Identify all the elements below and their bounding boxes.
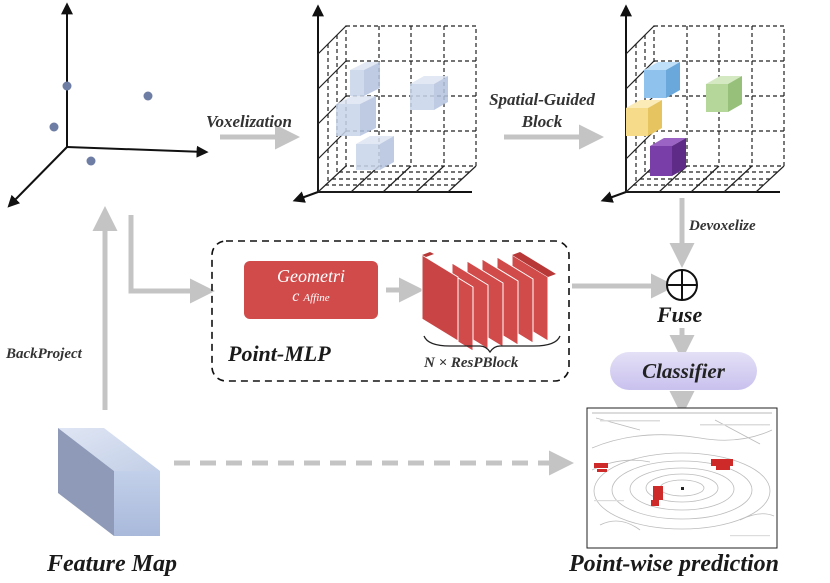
green-voxel bbox=[706, 76, 742, 112]
point-1 bbox=[62, 81, 72, 91]
fuse-symbol-icon bbox=[666, 269, 698, 301]
backproject-label: BackProject bbox=[6, 346, 82, 362]
purple-voxel bbox=[650, 138, 686, 176]
geometric-affine-line1: Geometri bbox=[277, 266, 345, 286]
flow-arrows bbox=[92, 124, 695, 476]
pale-voxel-4 bbox=[356, 136, 394, 170]
yellow-voxel bbox=[626, 100, 662, 136]
classifier-label: Classifier bbox=[642, 358, 725, 383]
point-3 bbox=[49, 122, 59, 132]
point-space-axes bbox=[7, 2, 209, 208]
geometric-affine-line2: c bbox=[292, 288, 300, 305]
pointwise-prediction-label: Point-wise prediction bbox=[569, 551, 779, 577]
point-2 bbox=[143, 91, 153, 101]
resp-block-stack bbox=[421, 252, 556, 352]
geometric-affine-block: Geometri c Affine bbox=[244, 261, 378, 319]
point-mlp-container bbox=[211, 240, 570, 382]
resp-block-label: N × ResPBlock bbox=[424, 355, 519, 371]
voxel-grid-1-cubes bbox=[336, 62, 448, 170]
fuse-label: Fuse bbox=[657, 302, 703, 327]
pale-voxel-1 bbox=[350, 62, 380, 96]
pale-voxel-2 bbox=[336, 96, 376, 136]
voxel-grid-2-axes bbox=[600, 4, 780, 203]
blue-voxel bbox=[644, 62, 680, 98]
devoxelize-label: Devoxelize bbox=[689, 218, 756, 234]
geometric-affine-line3: Affine bbox=[303, 292, 330, 304]
point-4 bbox=[86, 156, 96, 166]
feature-map-label: Feature Map bbox=[47, 551, 178, 577]
pale-voxel-3 bbox=[410, 76, 448, 110]
point-to-mlp-arrow bbox=[128, 215, 215, 304]
voxel-grid-1-axes bbox=[292, 4, 472, 203]
voxel-grid-1 bbox=[292, 4, 477, 203]
prediction-scene bbox=[586, 407, 778, 549]
spatial-guided-label-line1: Spatial-Guided bbox=[489, 90, 595, 109]
voxelization-label: Voxelization bbox=[206, 112, 292, 131]
resp-block-brace bbox=[423, 335, 561, 354]
classifier-block: Classifier bbox=[610, 352, 757, 390]
voxel-grid-2 bbox=[600, 4, 785, 203]
point-cloud-points bbox=[49, 81, 153, 166]
voxel-grid-2-cubes bbox=[626, 62, 742, 176]
spatial-guided-label-line2: Block bbox=[521, 112, 563, 131]
feature-map-cuboid bbox=[58, 428, 160, 536]
point-mlp-label: Point-MLP bbox=[228, 341, 331, 366]
